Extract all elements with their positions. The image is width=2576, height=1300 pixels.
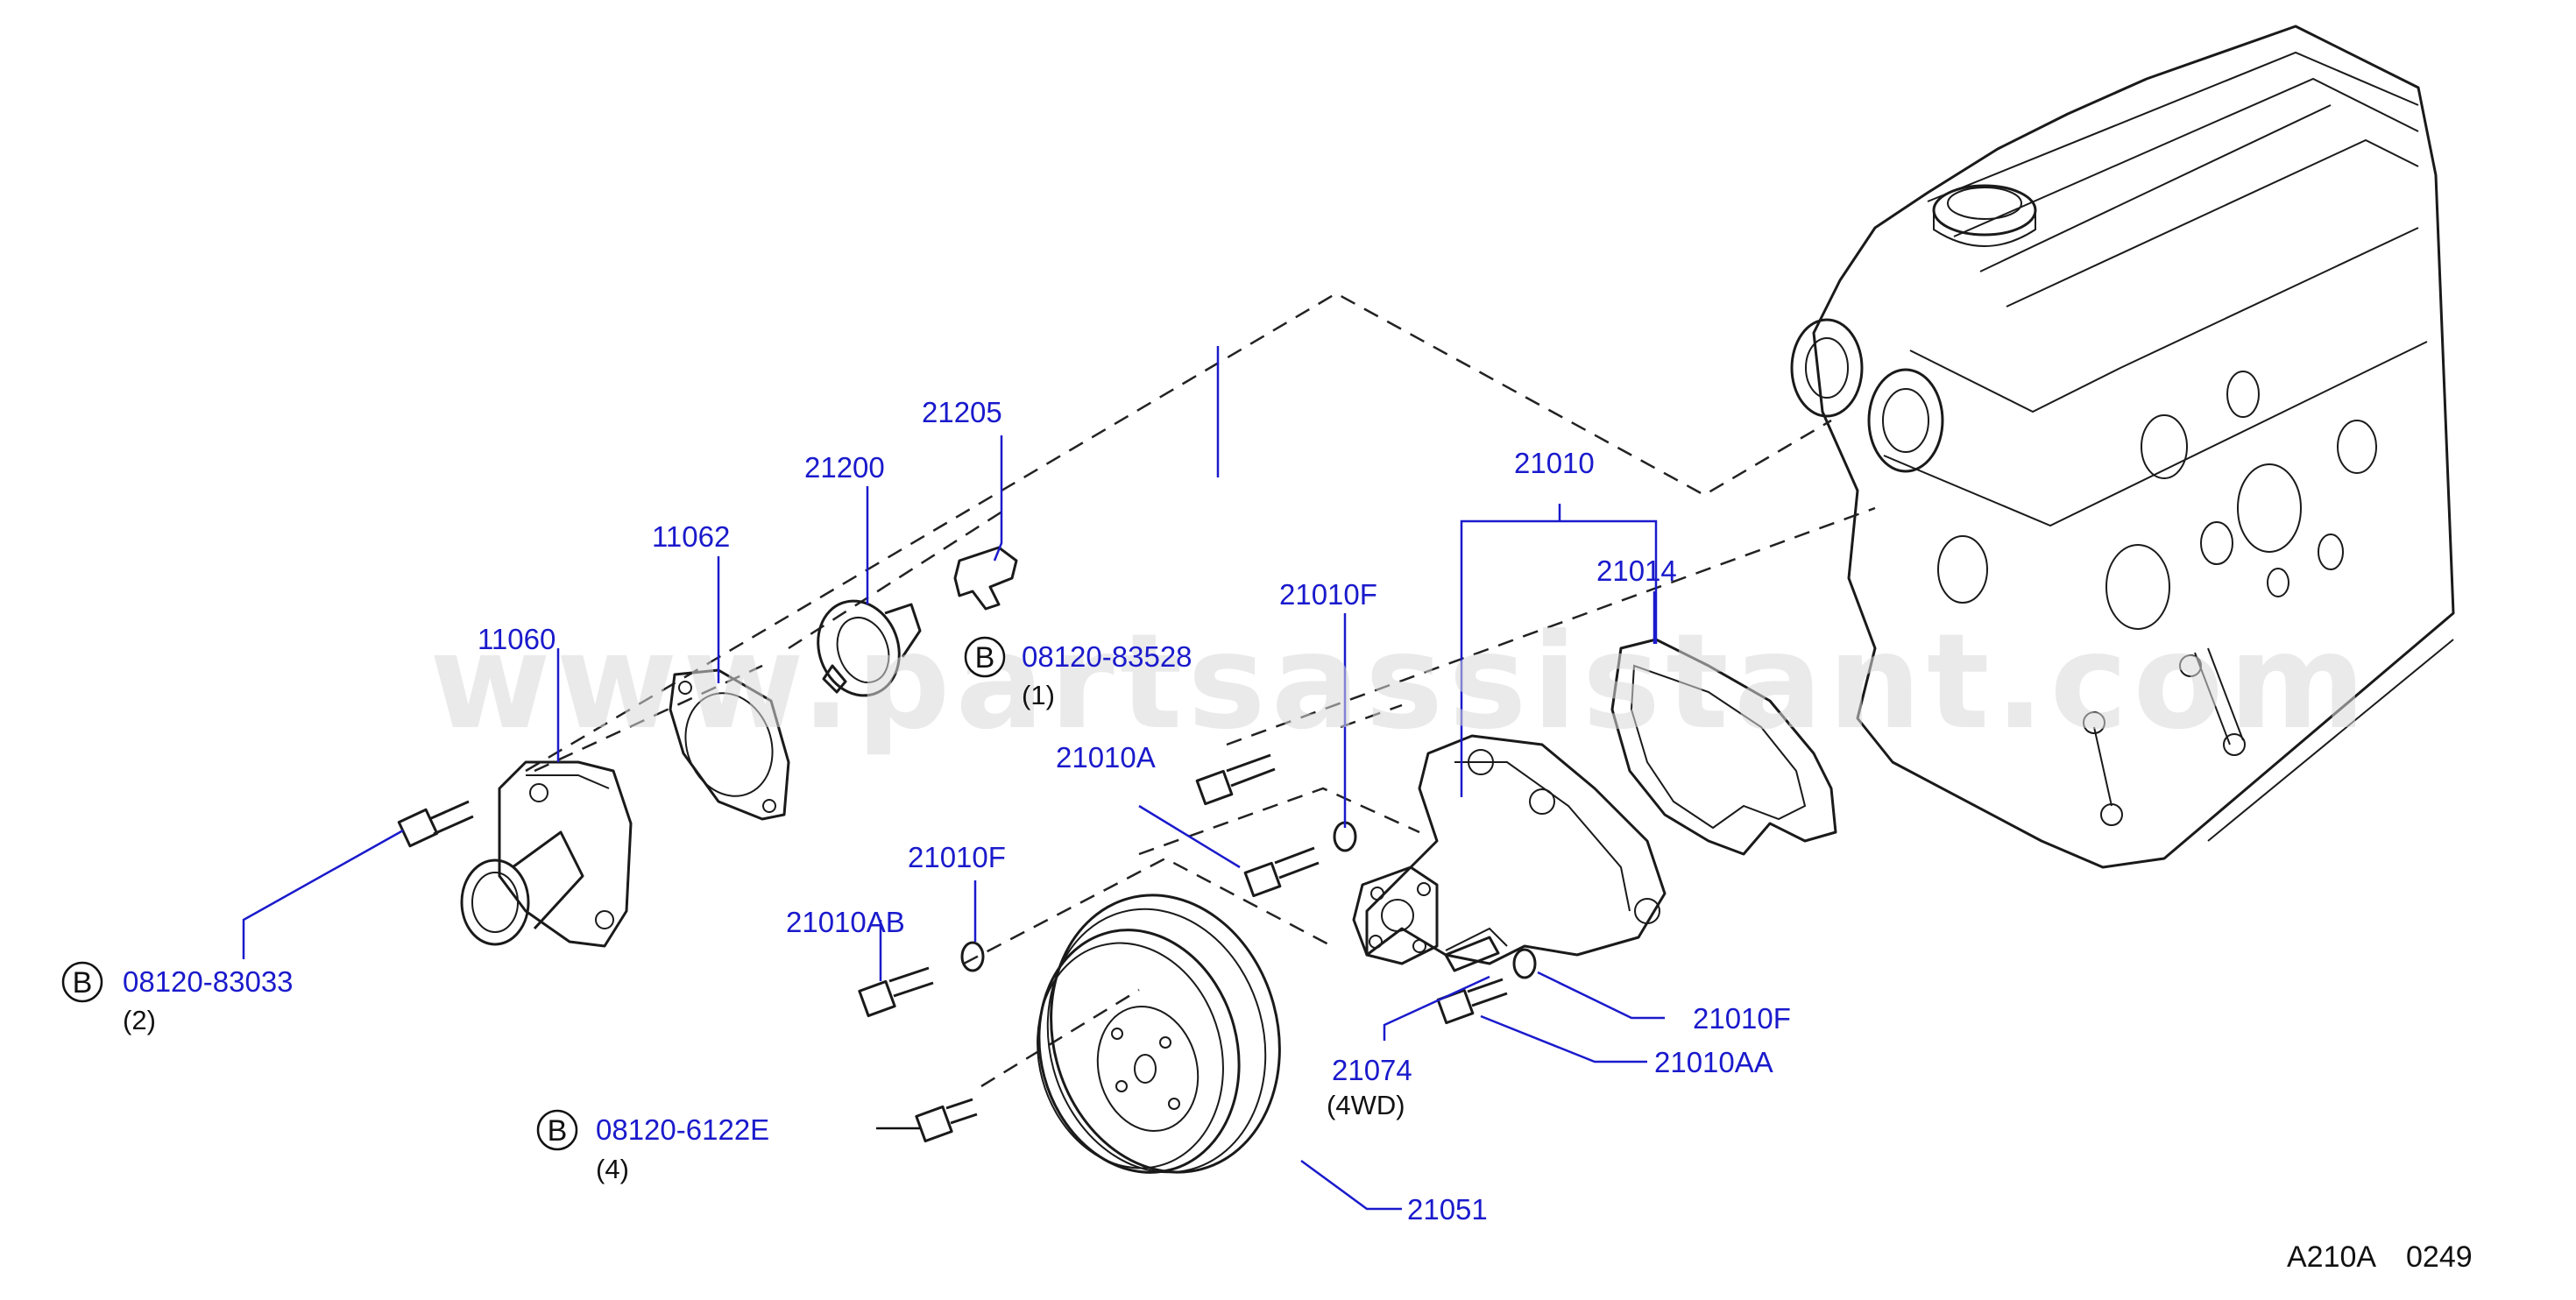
bolt-marker-circle [536,1109,578,1151]
bolt-callout-1[interactable]: B 08120-83528 (1) [964,636,1192,710]
label-21051[interactable]: 21051 [1407,1193,1488,1226]
clip-21205 [953,546,1018,611]
pump-gasket-21014 [1610,638,1837,856]
washer-21010F-right [1512,948,1537,979]
label-11062[interactable]: 11062 [652,520,730,553]
label-21010A[interactable]: 21010A [1056,741,1156,774]
bolt-marker-circle [61,961,103,1003]
label-21205[interactable]: 21205 [922,396,1002,428]
bolt-quantity: (1) [1022,680,1055,710]
label-21010F-mid[interactable]: 21010F [908,841,1006,873]
bolt-quantity: (2) [123,1005,156,1035]
bolt-part-number[interactable]: 08120-83528 [1022,640,1192,673]
bolt-marker-letter: B [73,966,93,1000]
washer-21010F-mid [960,941,985,972]
pulley-21051 [1037,894,1281,1174]
bolt-21010A-upper [1195,753,1276,806]
label-21010F-right[interactable]: 21010F [1693,1002,1791,1035]
label-21200[interactable]: 21200 [804,451,885,484]
diagram-reference: A210A 0249 [2287,1240,2473,1274]
part-labels: 21205 21200 11062 11060 21010 21014 2101… [478,396,1791,1226]
bolt-part-number[interactable]: 08120-6122E [596,1113,769,1146]
label-21010AA[interactable]: 21010AA [1654,1046,1773,1078]
bracket-21074 [1444,936,1500,972]
diagram-code: A210A [2287,1240,2376,1274]
bolt-quantity: (4) [596,1154,629,1184]
bolt-callout-2[interactable]: B 08120-83033 (2) [61,961,294,1035]
water-pump-21010 [1352,734,1667,965]
bolt-21010AB [858,966,934,1018]
gasket-11062 [669,668,790,821]
bolt-08120-6122E [876,1098,978,1143]
assembly-center-lines [525,292,1876,1088]
bolt-21010A-lower [1243,846,1320,898]
diagram-page: 0249 [2406,1240,2473,1274]
bolt-marker-letter: B [548,1114,568,1148]
label-21010F-top[interactable]: 21010F [1279,578,1377,611]
bolt-21010AA [1436,978,1508,1025]
label-21014[interactable]: 21014 [1596,555,1677,587]
leader-lines [242,346,1665,1211]
watermark: www.partsassistant.com [429,606,2371,759]
label-21010[interactable]: 21010 [1514,447,1595,479]
engine-block-illustration [1790,25,2455,869]
bolt-part-number[interactable]: 08120-83033 [123,965,294,998]
bolt-callout-3[interactable]: B 08120-6122E (4) [536,1109,769,1184]
label-21010AB[interactable]: 21010AB [786,906,905,938]
bolt-marker-circle [964,636,1006,678]
label-21074-note: (4WD) [1327,1090,1405,1120]
thermostat-housing-11060 [397,760,633,948]
label-21074[interactable]: 21074 [1332,1054,1412,1086]
label-11060[interactable]: 11060 [478,623,556,655]
bolt-marker-letter: B [975,641,995,675]
thermostat-21200 [817,599,922,697]
